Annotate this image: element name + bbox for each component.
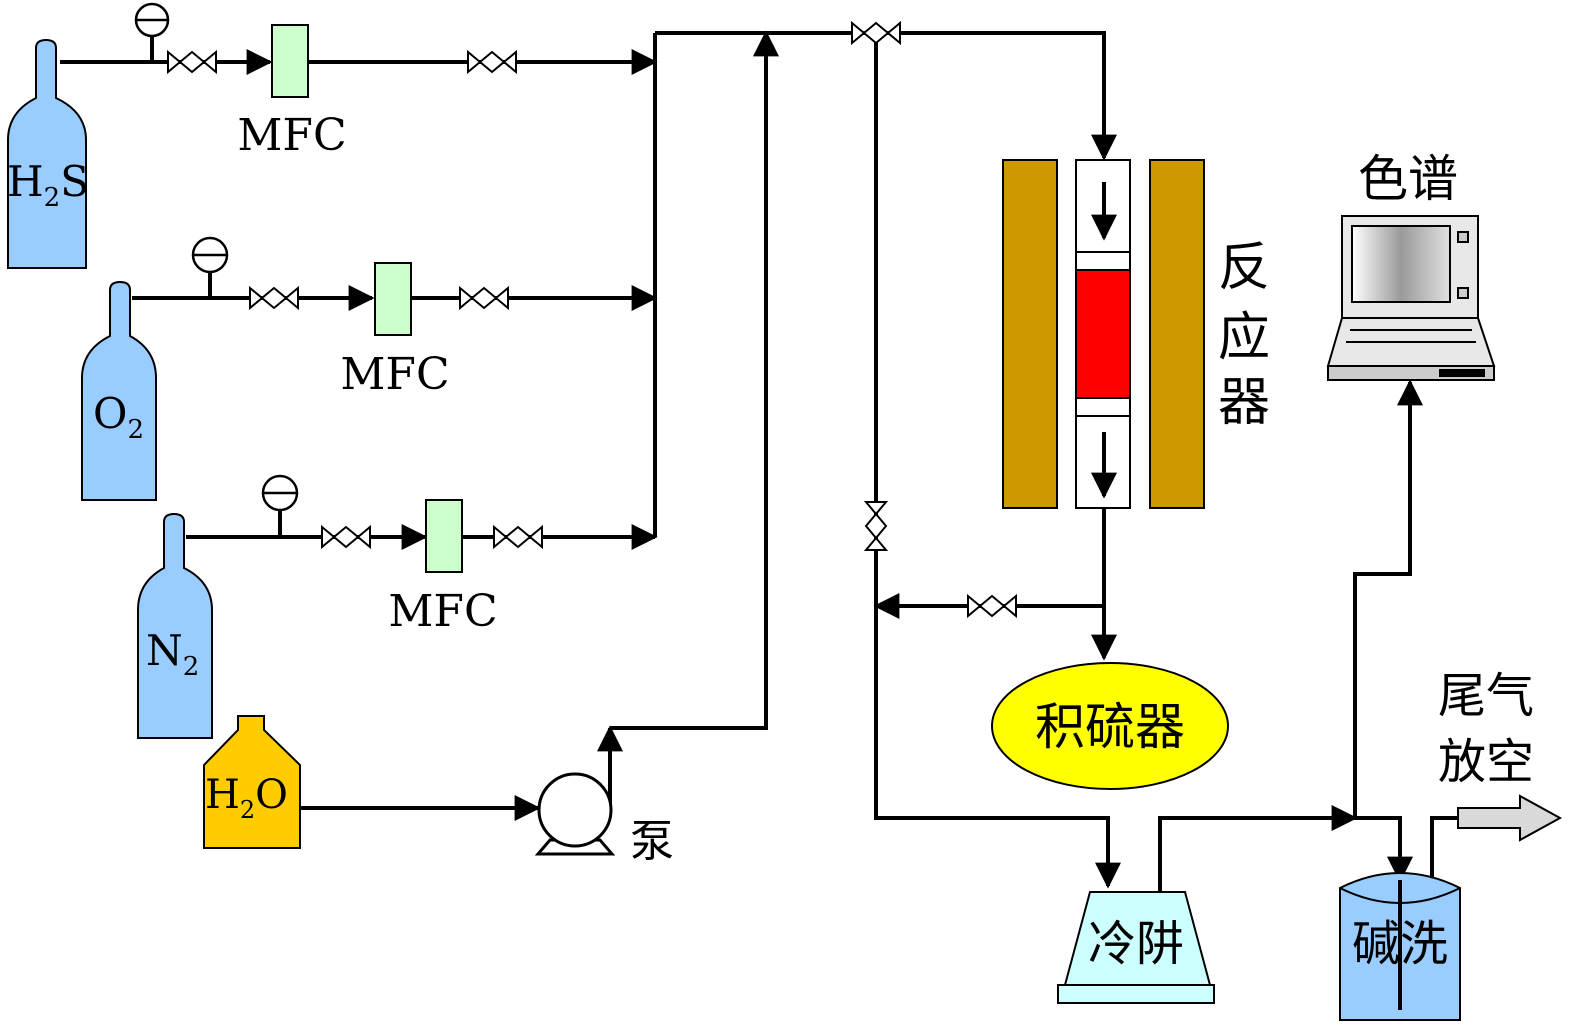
mfc-label-h2s: MFC [237,110,346,161]
exhaust-label-2: 放空 [1438,734,1534,790]
alkali-wash-label: 碱洗 [1352,916,1448,972]
mfc-o2[interactable] [374,262,412,336]
valve-o2-2[interactable] [459,285,509,311]
water-bottle: H2O [203,715,301,849]
pipe-header [655,31,1117,161]
cold-trap [1057,891,1215,1004]
svg-text:应: 应 [1218,308,1270,368]
pipe-bypass [874,33,1121,889]
cylinder-o2: O2 [81,280,157,501]
cold-trap-label: 冷阱 [1088,916,1184,972]
valve-bypass[interactable] [863,501,889,551]
sulfur-trap [991,662,1229,790]
cylinder-h2s-label: H2S [7,157,89,213]
valve-h2s-2[interactable] [467,49,517,75]
valve-n2-2[interactable] [493,524,543,550]
valve-n2-1[interactable] [321,524,371,550]
mfc-h2s[interactable] [271,24,309,98]
reactor-heater-left [1002,159,1058,509]
pump-label: 泵 [630,816,674,867]
reactor-catalyst-bed [1075,269,1131,399]
valve-h2s-1[interactable] [167,49,217,75]
mfc-label-n2: MFC [388,586,497,637]
water-bottle-label: H2O [205,772,288,824]
sulfur-trap-label: 积硫器 [1035,698,1185,756]
reactor-heater-right [1149,159,1205,509]
chromatograph-computer-icon[interactable] [1326,215,1496,381]
reactor-label: 反 应 器 [1218,238,1270,433]
pressure-gauges [134,2,299,512]
mfc-n2[interactable] [425,499,463,573]
pipe-pump-riser [610,30,779,730]
valve-header[interactable] [851,20,901,46]
svg-text:反: 反 [1218,238,1270,298]
gauge-n2-icon [261,474,299,512]
pipe-coldtrap-out [1158,805,1358,892]
valves [167,20,1017,619]
gauge-h2s-icon [134,2,170,38]
pipe-to-gc [1353,379,1423,818]
cylinder-h2s: H2S [7,38,89,269]
exhaust-arrow-icon [1457,794,1563,842]
svg-text:器: 器 [1218,373,1270,433]
valve-return[interactable] [967,593,1017,619]
pump-icon[interactable] [534,772,616,856]
pipes [60,30,1458,1010]
cylinder-o2-label: O2 [93,389,144,445]
pipe-wash-in [1355,816,1413,883]
mfcs [271,24,463,573]
mfc-label-o2: MFC [340,349,449,400]
exhaust-label-1: 尾气 [1438,668,1534,724]
cylinder-n2-label: N2 [146,626,199,682]
valve-o2-1[interactable] [249,285,299,311]
chromatograph-label: 色谱 [1358,150,1458,208]
cylinder-n2: N2 [137,512,213,739]
gauge-o2-icon [191,236,229,274]
